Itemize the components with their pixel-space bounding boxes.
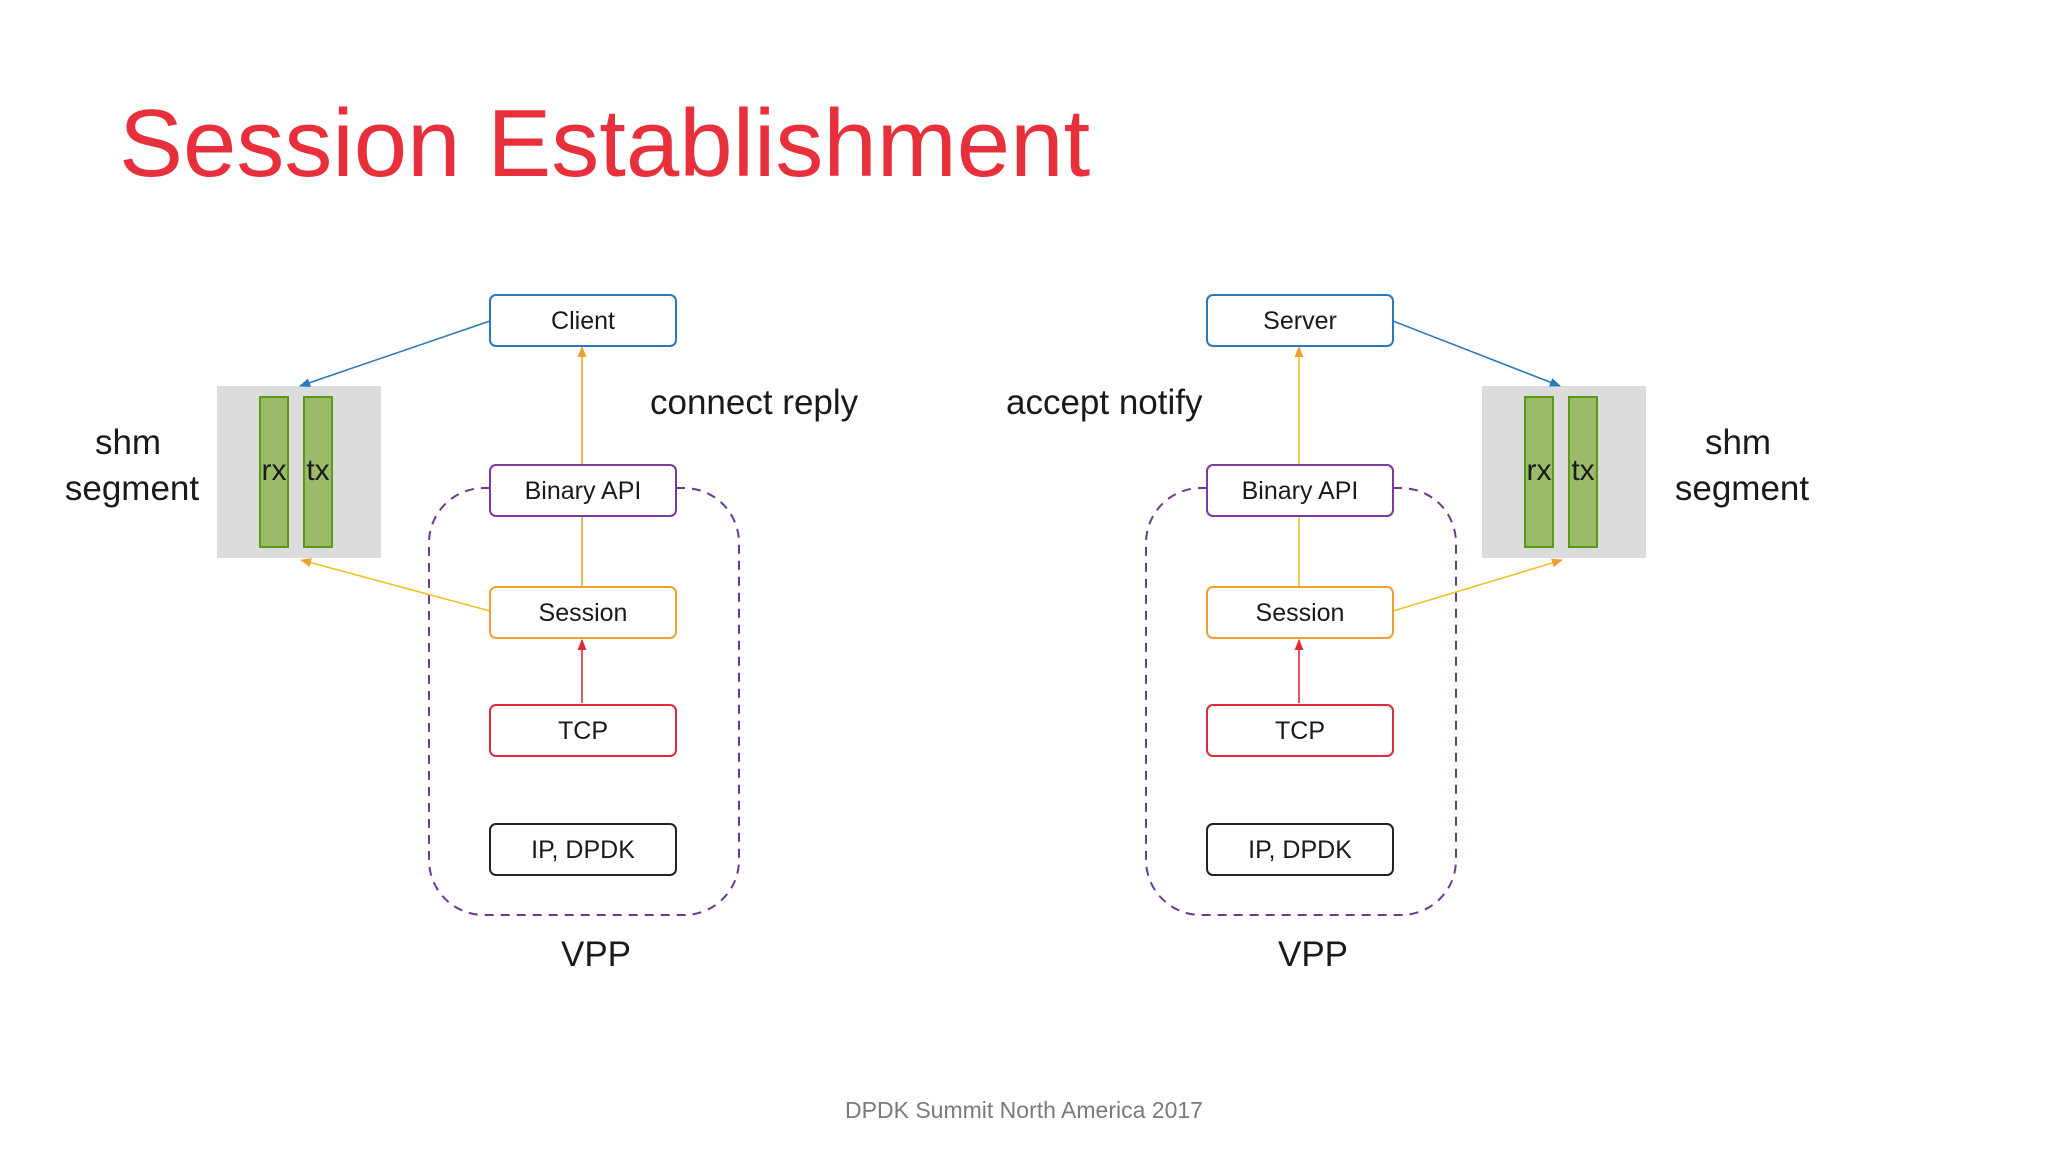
server-label: Server <box>1263 307 1337 335</box>
session-label-left: Session <box>539 599 628 627</box>
tcp-label-left: TCP <box>558 717 608 745</box>
client-side: VPP rx tx shm segment Client Binary API … <box>65 294 859 974</box>
tx-label-left: tx <box>306 454 329 487</box>
client-label: Client <box>551 307 615 335</box>
tx-ring-right <box>1568 396 1598 548</box>
shm-label-right-line1: shm <box>1705 423 1771 462</box>
ip-dpdk-label-right: IP, DPDK <box>1248 836 1352 864</box>
server-side: VPP rx tx shm segment Server Binary API … <box>1006 294 1810 974</box>
binary-api-label-right: Binary API <box>1242 477 1359 505</box>
accept-notify-label: accept notify <box>1006 383 1203 422</box>
rx-ring-left <box>259 396 289 548</box>
binary-api-label-left: Binary API <box>525 477 642 505</box>
rx-label-left: rx <box>262 454 287 487</box>
tcp-box-right <box>1206 704 1394 757</box>
connect-reply-label: connect reply <box>650 383 859 422</box>
tcp-box-left <box>489 704 677 757</box>
client-box <box>489 294 677 347</box>
tx-label-right: tx <box>1571 454 1594 487</box>
session-label-right: Session <box>1256 599 1345 627</box>
arrow-session-to-shm-left <box>299 558 491 612</box>
shm-label-right-line2: segment <box>1675 469 1810 508</box>
ip-dpdk-box-left <box>489 823 677 876</box>
binary-api-box-left <box>489 464 677 517</box>
binary-api-box-right <box>1206 464 1394 517</box>
tx-ring-left <box>303 396 333 548</box>
arrow-session-to-shm-right <box>1392 558 1564 612</box>
vpp-label-left: VPP <box>561 935 631 974</box>
ip-dpdk-label-left: IP, DPDK <box>531 836 635 864</box>
slide-title: Session Establishment <box>119 90 1091 197</box>
arrow-server-to-shm <box>1392 320 1562 387</box>
server-box <box>1206 294 1394 347</box>
vpp-label-right: VPP <box>1278 935 1348 974</box>
footer-text: DPDK Summit North America 2017 <box>845 1097 1203 1123</box>
session-box-right <box>1206 586 1394 639</box>
ip-dpdk-box-right <box>1206 823 1394 876</box>
rx-ring-right <box>1524 396 1554 548</box>
rx-label-right: rx <box>1527 454 1552 487</box>
shm-label-left-line1: shm <box>95 423 161 462</box>
shm-label-left-line2: segment <box>65 469 200 508</box>
shm-segment-right <box>1482 386 1646 558</box>
shm-segment-left <box>217 386 381 558</box>
arrow-client-to-shm <box>298 320 491 387</box>
session-box-left <box>489 586 677 639</box>
tcp-label-right: TCP <box>1275 717 1325 745</box>
